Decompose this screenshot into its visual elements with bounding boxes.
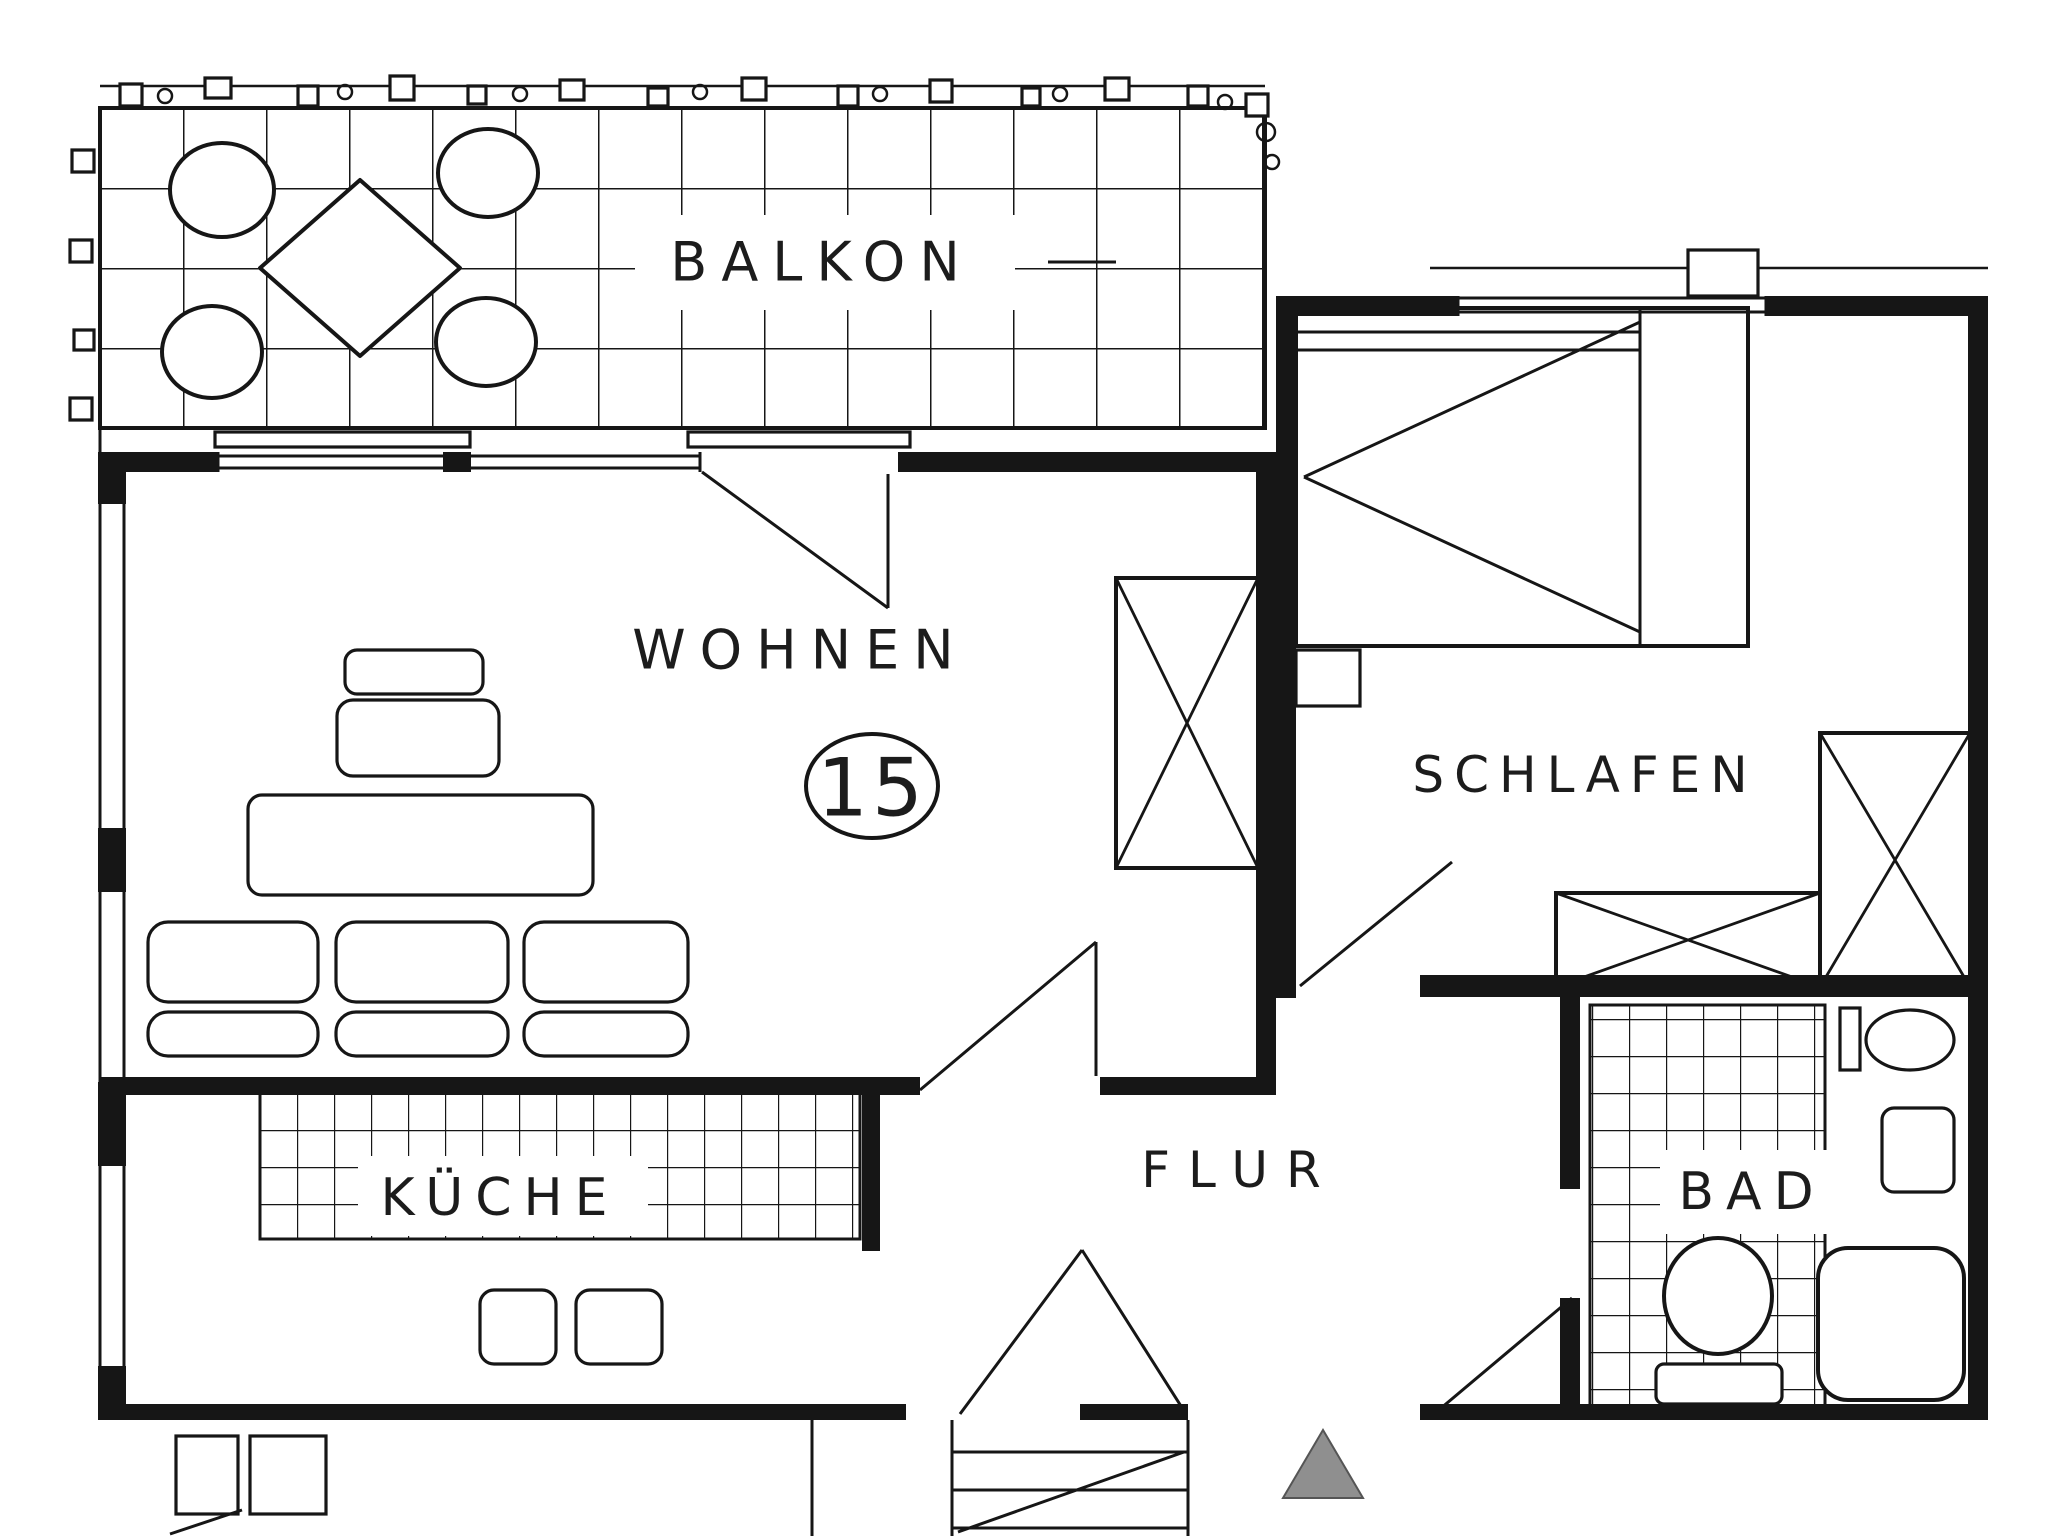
wall-segment	[898, 452, 1276, 472]
wall-segment	[100, 1404, 906, 1420]
wall-segment	[1766, 296, 1988, 316]
balcony-plants-icon	[68, 74, 1270, 422]
wall-segment	[443, 452, 471, 472]
bed-details-icon	[1296, 308, 1642, 646]
wall-segment	[1100, 1077, 1276, 1095]
wall-segment	[1276, 296, 1296, 998]
kitchen-sink-basin	[574, 1288, 664, 1366]
stairwell-area	[169, 1420, 1190, 1536]
apartment-number-badge	[804, 732, 940, 840]
balcony-area: BALKON	[68, 74, 1281, 449]
room-label-schlafen: SCHLAFEN	[1412, 746, 1757, 804]
balcony-plant-dots-icon	[156, 83, 1281, 171]
sofa-back-cushion	[522, 920, 690, 1004]
balcony-door-sill	[213, 430, 472, 449]
door-swing-entry	[958, 1249, 1188, 1415]
kitchen-label-bg	[358, 1156, 648, 1236]
sofa-seat	[146, 1010, 320, 1058]
sideboard	[335, 698, 501, 778]
wall-segment	[862, 1095, 880, 1251]
wall-left-outer	[98, 428, 126, 1420]
window-sill-detail	[1686, 248, 1760, 298]
sofa-seat	[522, 1010, 690, 1058]
balcony-chair	[168, 141, 276, 239]
wall-segment	[98, 1082, 126, 1166]
stairwell-walls	[810, 1420, 1190, 1536]
entry-arrow-icon	[1281, 1428, 1365, 1499]
wall-segment	[1560, 1298, 1580, 1420]
neighbor-wall-diagonal	[169, 1508, 243, 1536]
bed	[1294, 306, 1750, 648]
walls	[98, 248, 1988, 1420]
wall-segment	[1276, 296, 1458, 316]
wall-segment	[1420, 975, 1988, 997]
wardrobe-x-icon	[1818, 732, 1972, 988]
bedroom-area: SCHLAFEN	[1294, 306, 1972, 989]
toilet	[1662, 1236, 1774, 1356]
wall-segment	[1080, 1404, 1188, 1420]
kitchen-sink-basin	[478, 1288, 558, 1366]
kitchen-area: KÜCHE	[258, 1091, 862, 1366]
shower-tub	[1816, 1246, 1966, 1402]
toilet-cistern	[1654, 1362, 1784, 1406]
wall-segment	[98, 452, 126, 504]
room-label-flur: FLUR	[1141, 1141, 1338, 1199]
coffee-table	[246, 793, 595, 897]
apartment-number: 15	[817, 742, 927, 835]
balcony-table	[258, 178, 462, 358]
balcony-door-sill	[686, 430, 912, 449]
hallway-area: FLUR	[1141, 1141, 1365, 1499]
nightstand	[1294, 648, 1362, 708]
dresser-x-icon	[1555, 891, 1821, 989]
door-swing-balcony	[701, 470, 890, 610]
bathroom-sink	[1864, 1008, 1956, 1072]
door-swing-bedroom	[1299, 860, 1453, 988]
bathroom-shelf	[1838, 1006, 1862, 1072]
tv-board	[343, 648, 485, 696]
room-label-bad: BAD	[1678, 1162, 1825, 1222]
balcony-chair	[436, 127, 540, 219]
wardrobe-x-icon	[1114, 577, 1260, 869]
wall-segment	[100, 1077, 920, 1095]
neighbor-wall-detail	[174, 1434, 240, 1516]
sofa-seat	[334, 1010, 510, 1058]
sofa-back-cushion	[146, 920, 320, 1004]
room-label-wohnen: WOHNEN	[632, 619, 967, 682]
room-label-balkon: BALKON	[670, 231, 973, 294]
balcony-chair	[160, 304, 264, 400]
wall-segment	[100, 452, 218, 472]
sofa-back-cushion	[334, 920, 510, 1004]
neighbor-wall-detail	[248, 1434, 328, 1516]
wall-segment	[98, 828, 126, 892]
living-room-area: WOHNEN 15	[146, 576, 1260, 1058]
stairs-steps	[950, 1420, 1188, 1536]
room-label-kueche: KÜCHE	[380, 1167, 619, 1228]
wall-segment	[1420, 1404, 1988, 1420]
bathroom-basin-unit	[1880, 1106, 1956, 1194]
wall-segment	[1256, 452, 1276, 1094]
balcony-chair	[434, 296, 538, 388]
door-swing-living	[919, 940, 1098, 1092]
door-swing-bathroom	[1433, 1296, 1573, 1416]
bathroom-area: BAD	[1588, 1003, 1966, 1409]
stairs-diagonal	[957, 1450, 1185, 1534]
bathroom-label-bg	[1660, 1150, 1850, 1234]
wall-segment	[1560, 997, 1580, 1189]
wall-segment	[1968, 296, 1988, 1420]
balcony-label-bg	[635, 215, 1015, 310]
window-bedroom-top	[1456, 296, 1768, 316]
